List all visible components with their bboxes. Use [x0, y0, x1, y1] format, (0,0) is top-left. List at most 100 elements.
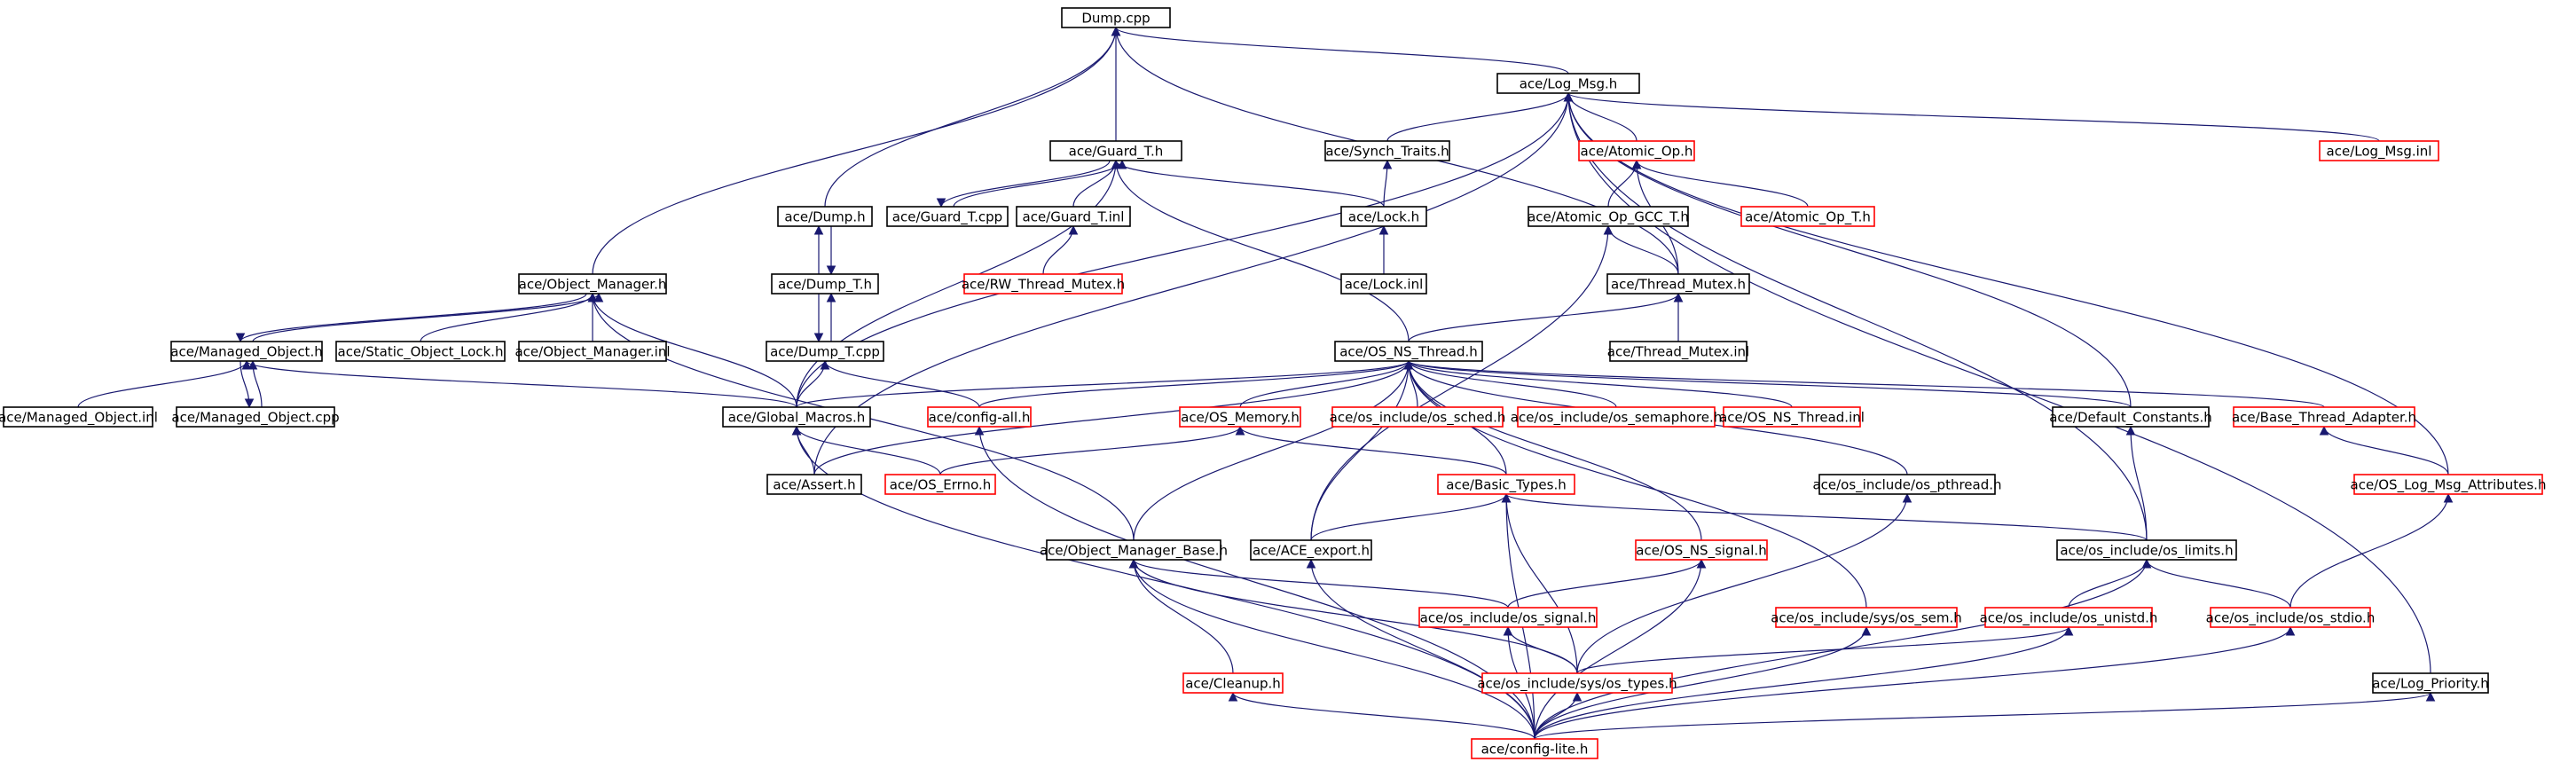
node-atomic-op-gcc-t-h[interactable]: ace/Atomic_Op_GCC_T.h — [1528, 206, 1689, 227]
node-thread-mutex-h[interactable]: ace/Thread_Mutex.h — [1606, 273, 1750, 295]
node-box — [1818, 474, 1996, 495]
node-basic-types-h[interactable]: ace/Basic_Types.h — [1437, 474, 1575, 495]
node-lock-h[interactable]: ace/Lock.h — [1340, 206, 1427, 227]
node-box — [927, 406, 1032, 428]
node-atomic-op-t-h[interactable]: ace/Atomic_Op_T.h — [1740, 206, 1875, 227]
node-label: ace/OS_NS_Thread.inl — [1719, 410, 1865, 427]
node-box — [1324, 140, 1450, 161]
node-cleanup-h[interactable]: ace/Cleanup.h — [1182, 672, 1284, 694]
node-object-manager-base-h[interactable]: ace/Object_Manager_Base.h — [1040, 539, 1228, 561]
node-box — [771, 273, 879, 295]
node-label: ace/Log_Msg.h — [1520, 76, 1618, 93]
node-default-constants-h[interactable]: ace/Default_Constants.h — [2049, 406, 2212, 428]
node-log-msg-h[interactable]: ace/Log_Msg.h — [1496, 73, 1640, 94]
node-os-signal-h[interactable]: ace/os_include/os_signal.h — [1418, 607, 1598, 628]
node-lock-inl[interactable]: ace/Lock.inl — [1340, 273, 1427, 295]
edge-line — [1563, 91, 2449, 475]
edge-log_msg_h-to-assert_h — [813, 91, 1574, 475]
node-object-manager-h[interactable]: ace/Object_Manager.h — [518, 273, 667, 295]
node-base-thread-adapter-h[interactable]: ace/Base_Thread_Adapter.h — [2232, 406, 2416, 428]
edge-basic_types_h-to-os_limits_h — [1501, 492, 2148, 541]
node-box — [1635, 539, 1768, 561]
node-os-semaphore-h[interactable]: ace/os_include/os_semaphore.h — [1511, 406, 1723, 428]
node-atomic-op-h[interactable]: ace/Atomic_Op.h — [1578, 140, 1695, 161]
node-object-manager-inl[interactable]: ace/Object_Manager.inl — [514, 341, 671, 362]
node-box — [1182, 672, 1284, 694]
edge-layer — [77, 26, 2454, 740]
node-os-stdio-h[interactable]: ace/os_include/os_stdio.h — [2206, 607, 2376, 628]
node-label: ace/OS_Memory.h — [1181, 410, 1300, 427]
node-os-ns-signal-h[interactable]: ace/OS_NS_signal.h — [1635, 539, 1768, 561]
edge-basic_types_h-to-ace_export_h — [1310, 492, 1512, 541]
node-os-limits-h[interactable]: ace/os_include/os_limits.h — [2056, 539, 2237, 561]
node-os-unistd-h[interactable]: ace/os_include/os_unistd.h — [1980, 607, 2158, 628]
edge-line — [1310, 359, 1414, 541]
node-os-ns-thread-inl[interactable]: ace/OS_NS_Thread.inl — [1719, 406, 1865, 428]
node-box — [2056, 539, 2237, 561]
node-box — [1578, 140, 1695, 161]
node-sys-os-types-h[interactable]: ace/os_include/sys/os_types.h — [1477, 672, 1677, 694]
node-guard-t-h[interactable]: ace/Guard_T.h — [1049, 140, 1182, 161]
node-static-object-lock-h[interactable]: ace/Static_Object_Lock.h — [335, 341, 506, 362]
node-managed-object-h[interactable]: ace/Managed_Object.h — [170, 341, 323, 362]
node-os-sched-h[interactable]: ace/os_include/os_sched.h — [1330, 406, 1506, 428]
node-dump-t-cpp[interactable]: ace/Dump_T.cpp — [766, 341, 884, 362]
node-label: ace/OS_Errno.h — [890, 477, 992, 494]
edge-line — [2319, 425, 2449, 475]
node-label: ace/os_include/os_signal.h — [1420, 610, 1597, 627]
node-managed-object-cpp[interactable]: ace/Managed_Object.cpp — [171, 406, 340, 428]
edge-basic_types_h-to-sys_os_types_h — [1501, 492, 1578, 674]
node-log-msg-inl[interactable]: ace/Log_Msg.inl — [2319, 140, 2439, 161]
edge-default_constants_h-to-os_limits_h — [2125, 425, 2148, 541]
edge-line — [978, 359, 1414, 408]
edge-line — [820, 359, 980, 408]
node-os-ns-thread-h[interactable]: ace/OS_NS_Thread.h — [1334, 341, 1483, 362]
node-box — [1481, 672, 1673, 694]
node-thread-mutex-inl[interactable]: ace/Thread_Mutex.inl — [1607, 341, 1749, 362]
edge-log_msg_h-to-log_msg_inl — [1563, 91, 2380, 142]
edge-os_ns_thread_h-to-assert_h — [813, 359, 1414, 475]
node-config-all-h[interactable]: ace/config-all.h — [927, 406, 1032, 428]
node-rw-thread-mutex-h[interactable]: ace/RW_Thread_Mutex.h — [962, 273, 1125, 295]
edge-line — [77, 359, 252, 408]
node-os-pthread-h[interactable]: ace/os_include/os_pthread.h — [1812, 474, 2002, 495]
node-label: ace/Static_Object_Lock.h — [338, 344, 504, 361]
edge-line — [1404, 359, 2325, 408]
node-box — [518, 273, 667, 295]
node-ace-export-h[interactable]: ace/ACE_export.h — [1250, 539, 1372, 561]
node-config-lite-h[interactable]: ace/config-lite.h — [1471, 738, 1598, 759]
edge-line — [1306, 558, 1535, 740]
edge-guard_t_h-to-lock_h — [1111, 159, 1385, 208]
node-label: ace/Managed_Object.cpp — [171, 410, 339, 427]
edge-os_ns_thread_h-to-sys_os_sem_h — [1403, 359, 1867, 609]
node-guard-t-cpp[interactable]: ace/Guard_T.cpp — [886, 206, 1009, 227]
node-box — [766, 341, 884, 362]
node-os-log-msg-attributes-h[interactable]: ace/OS_Log_Msg_Attributes.h — [2351, 474, 2547, 495]
node-box — [1340, 206, 1427, 227]
node-os-errno-h[interactable]: ace/OS_Errno.h — [884, 474, 996, 495]
node-dump-t-h[interactable]: ace/Dump_T.h — [771, 273, 879, 295]
edge-log_msg_h-to-synch_traits_h — [1386, 91, 1574, 142]
edge-os_pthread_h-to-sys_os_types_h — [1576, 492, 1912, 674]
node-guard-t-inl[interactable]: ace/Guard_T.inl — [1016, 206, 1131, 227]
edge-line — [939, 425, 1245, 475]
node-label: ace/Log_Priority.h — [2372, 676, 2489, 693]
node-assert-h[interactable]: ace/Assert.h — [766, 474, 862, 495]
edge-object_manager_h-to-static_object_lock_h — [420, 292, 598, 342]
node-label: ace/Thread_Mutex.inl — [1607, 344, 1749, 361]
node-os-memory-h[interactable]: ace/OS_Memory.h — [1179, 406, 1301, 428]
edge-line — [1239, 359, 1414, 408]
node-managed-object-inl[interactable]: ace/Managed_Object.inl — [0, 406, 158, 428]
edge-line — [1503, 625, 1578, 674]
edge-line — [1403, 359, 1793, 408]
node-box — [1418, 607, 1598, 628]
node-log-priority-h[interactable]: ace/Log_Priority.h — [2372, 672, 2489, 694]
node-dump-h[interactable]: ace/Dump.h — [777, 206, 873, 227]
edge-line — [796, 359, 1414, 408]
node-label: ace/Atomic_Op_T.h — [1745, 209, 1871, 226]
node-sys-os-sem-h[interactable]: ace/os_include/sys/os_sem.h — [1771, 607, 1962, 628]
node-synch-traits-h[interactable]: ace/Synch_Traits.h — [1324, 140, 1450, 161]
edge-guard_t_h-to-guard_t_inl — [1072, 159, 1121, 208]
edge-line — [796, 159, 1121, 408]
node-global-macros-h[interactable]: ace/Global_Macros.h — [722, 406, 871, 428]
